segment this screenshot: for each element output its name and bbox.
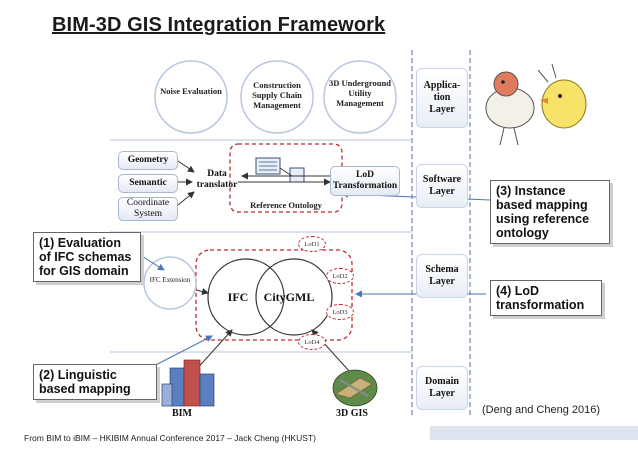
lod3-node: LoD3 (326, 304, 354, 320)
citation: (Deng and Cheng 2016) (482, 404, 601, 416)
callout-lod-transformation: (4) LoD transformation (490, 280, 602, 316)
noise-evaluation-label: Noise Evaluation (160, 86, 222, 96)
geometry-box: Geometry (118, 151, 178, 170)
domain-layer-label: Domain Layer (425, 376, 459, 399)
page-title: BIM-3D GIS Integration Framework (52, 14, 386, 36)
ifc-extension-circle (143, 256, 197, 310)
construction-supply-chain-label: Construction Supply Chain Management (252, 80, 302, 110)
data-translator-label: Data translator (196, 169, 238, 190)
bim-label: BIM (172, 408, 192, 419)
document-icon (289, 167, 305, 183)
software-layer-box: Software Layer (416, 164, 468, 208)
lod1-node: LoD1 (298, 236, 326, 252)
reference-ontology-label: Reference Ontology (250, 200, 322, 210)
callout-instance-mapping: (3) Instance based mapping using referen… (490, 180, 610, 244)
coordinate-system-box: Coordinate System (118, 197, 178, 221)
noise-evaluation-circle (154, 60, 228, 134)
ifc-extension-label: IFC Extension (149, 276, 191, 284)
citygml-label: CityGML (263, 290, 315, 304)
footer-band (430, 426, 638, 440)
bim-building-icon (161, 359, 215, 407)
domain-layer-box: Domain Layer (416, 366, 468, 410)
ifc-label: IFC (227, 290, 249, 304)
gis-label: 3D GIS (336, 408, 368, 419)
footer-text: From BIM to iBIM – HKIBIM Annual Confere… (24, 433, 316, 443)
callout-linguistic-mapping: (2) Linguistic based mapping (33, 364, 157, 400)
gis-map-icon (332, 369, 378, 407)
callout-ifc-evaluation: (1) Evaluation of IFC schemas for GIS do… (33, 232, 141, 282)
underground-utility-circle (323, 60, 397, 134)
construction-supply-chain-circle (240, 60, 314, 134)
schema-layer-label: Schema Layer (425, 264, 459, 287)
application-layer-label: Applica-tion Layer (423, 80, 461, 115)
citygml-circle (255, 258, 333, 336)
ifc-circle (207, 258, 285, 336)
software-layer-label: Software Layer (422, 174, 462, 197)
application-layer-box: Applica-tion Layer (416, 68, 468, 128)
schema-mapping-region (195, 249, 353, 341)
schema-layer-box: Schema Layer (416, 254, 468, 298)
semantic-box: Semantic (118, 174, 178, 193)
lod-transformation-box: LoD Transformation (330, 166, 400, 196)
lod2-node: LoD2 (326, 268, 354, 284)
lod4-node: LoD4 (298, 334, 326, 350)
underground-utility-label: 3D Underground Utility Management (329, 78, 391, 108)
birds-illustration (485, 63, 587, 146)
